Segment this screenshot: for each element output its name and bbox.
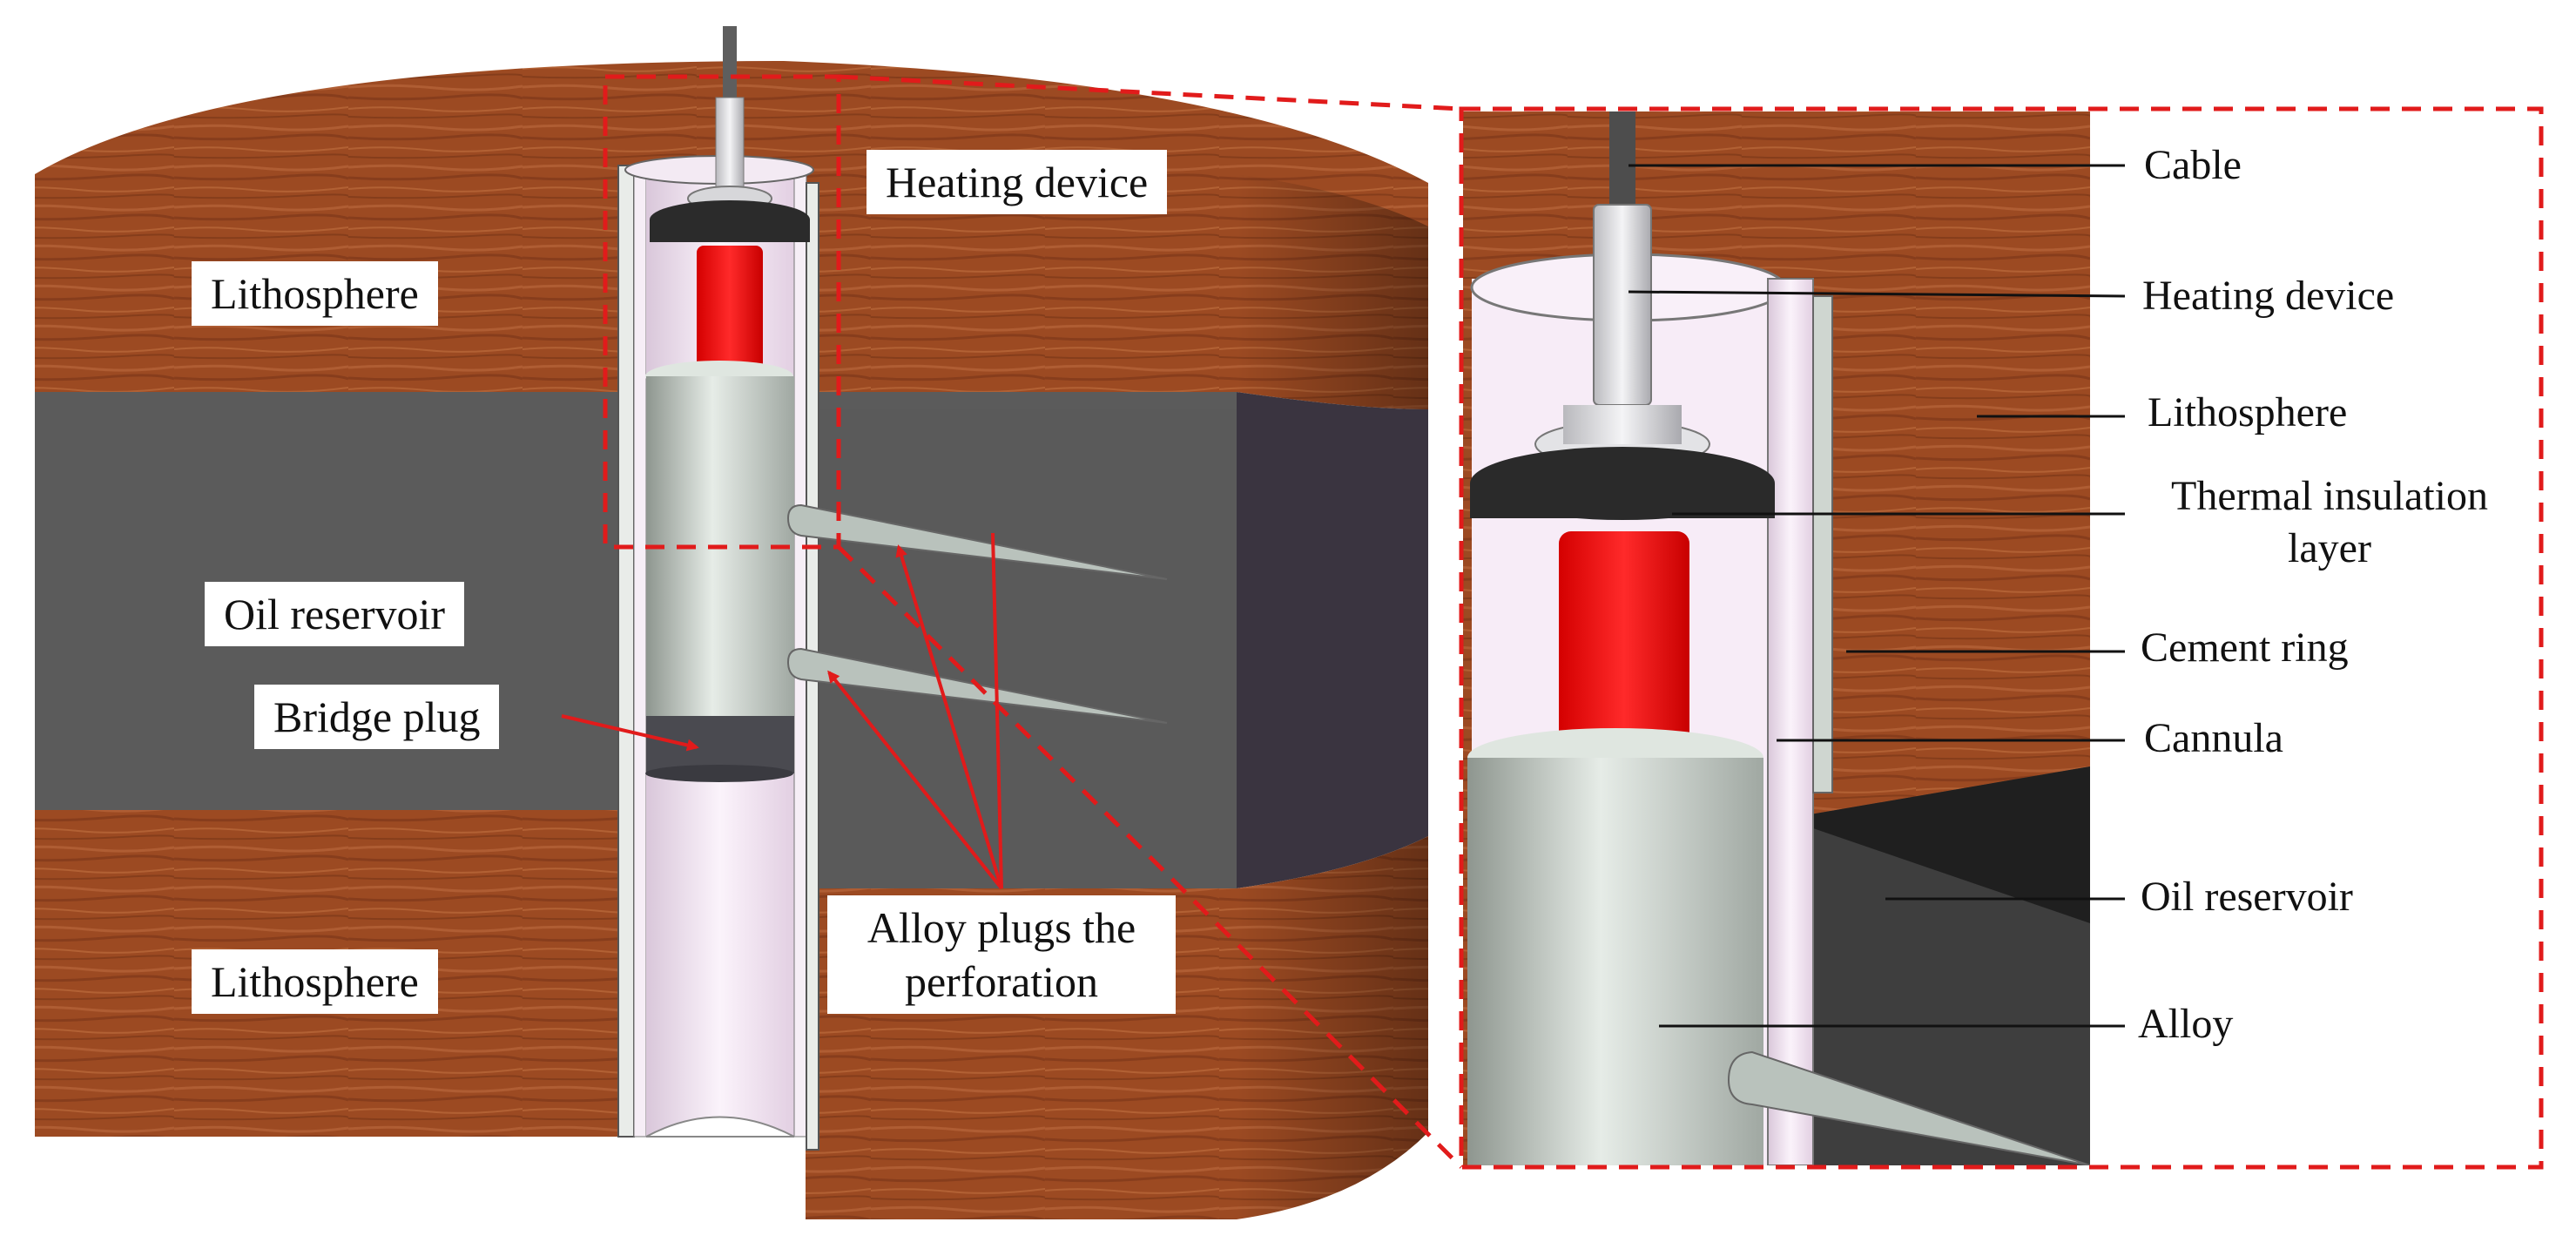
detail-label-thermal-insulation-line2: layer [2288, 525, 2371, 571]
detail-label-cable: Cable [2144, 142, 2242, 188]
bridge-plug-arrow [561, 714, 699, 752]
bridge-plug-main [646, 716, 794, 773]
detail-cannula [1767, 278, 1814, 1165]
cable-main [723, 26, 737, 100]
heater-stem-main [715, 97, 745, 196]
alloy-arrow-1 [895, 544, 1003, 889]
detail-view [1459, 106, 2544, 1170]
label-alloy-plugs: Alloy plugs the perforation [827, 895, 1176, 1014]
cut-reservoir [806, 409, 1237, 888]
bore-bottom-cut [645, 1116, 795, 1138]
zoom-connectors [837, 74, 1463, 1169]
detail-label-oil-reservoir: Oil reservoir [2141, 874, 2353, 920]
cannula-left [633, 165, 647, 1138]
label-alloy-plugs-line1: Alloy plugs the [867, 903, 1136, 952]
label-lithosphere-bottom: Lithosphere [192, 949, 438, 1014]
detail-cement-ring [1812, 295, 1833, 793]
detail-label-cement-ring: Cement ring [2141, 624, 2349, 671]
label-oil-reservoir: Oil reservoir [205, 582, 465, 646]
zoom-detail-box [1459, 106, 2544, 1170]
label-heating-device: Heating device [867, 150, 1168, 214]
alloy-arrow-3 [991, 532, 1003, 889]
cement-ring-left [617, 165, 635, 1138]
label-lithosphere-top: Lithosphere [192, 261, 438, 326]
perforation-spike-upper [786, 503, 1168, 580]
detail-alloy [1467, 758, 1763, 1165]
detail-red-heater [1559, 531, 1689, 758]
label-alloy-plugs-line2: perforation [904, 957, 1099, 1006]
detail-label-lithosphere: Lithosphere [2148, 389, 2348, 435]
detail-heater-stem [1593, 204, 1652, 406]
detail-cable [1609, 111, 1635, 216]
detail-label-thermal-insulation-line1: Thermal insulation [2171, 473, 2488, 519]
label-bridge-plug: Bridge plug [254, 685, 500, 749]
detail-label-alloy: Alloy [2138, 1001, 2234, 1047]
leader-heating-device [1628, 290, 2126, 298]
red-heater-main [697, 246, 763, 376]
detail-label-cannula: Cannula [2144, 715, 2283, 761]
detail-label-thermal-insulation: Thermal insulation layer [2138, 470, 2521, 575]
alloy-arrow-2 [827, 670, 1003, 890]
zoom-source-box [603, 74, 841, 550]
detail-label-heating-device: Heating device [2142, 273, 2395, 319]
right-side-reservoir [1237, 392, 1428, 888]
detail-perforation-spike [1727, 1050, 2090, 1165]
leader-lines [1628, 164, 2126, 1028]
callout-arrows [561, 532, 1003, 890]
